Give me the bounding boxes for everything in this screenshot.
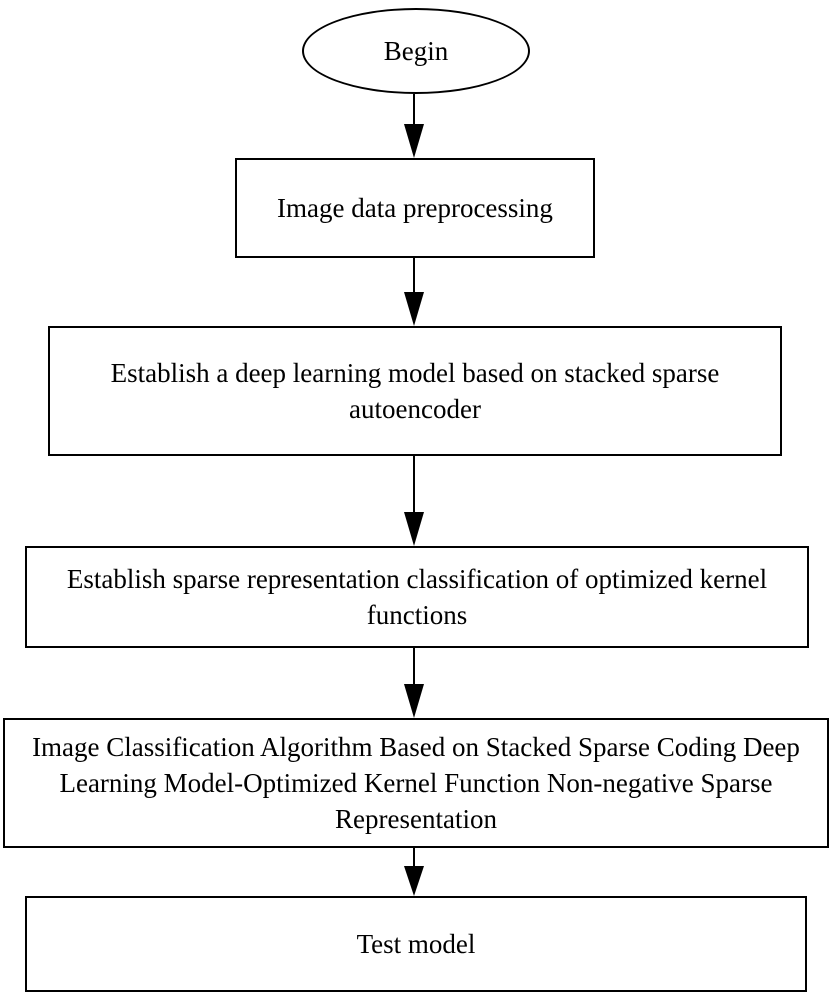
- step-label: Image data preprocessing: [277, 193, 553, 223]
- step-label: Establish sparse representation classifi…: [66, 564, 768, 630]
- arrow-sparse-classification-to-algorithm: [404, 648, 424, 718]
- arrow-algorithm-to-test-model: [404, 848, 424, 896]
- begin-node: Begin: [302, 8, 530, 94]
- begin-label: Begin: [383, 36, 449, 66]
- step-label: Establish a deep learning model based on…: [110, 358, 720, 424]
- arrow-begin-to-preprocessing: [404, 94, 424, 158]
- step-test-model: Test model: [25, 896, 807, 992]
- step-image-preprocessing: Image data preprocessing: [235, 158, 595, 258]
- arrow-deep-model-to-sparse-classification: [404, 456, 424, 546]
- step-deep-learning-model: Establish a deep learning model based on…: [48, 326, 782, 456]
- step-image-classification-algorithm: Image Classification Algorithm Based on …: [3, 718, 829, 848]
- step-label: Image Classification Algorithm Based on …: [32, 732, 800, 834]
- step-label: Test model: [356, 929, 476, 959]
- step-sparse-representation-classification: Establish sparse representation classifi…: [25, 546, 809, 648]
- arrow-preprocessing-to-deep-model: [404, 258, 424, 326]
